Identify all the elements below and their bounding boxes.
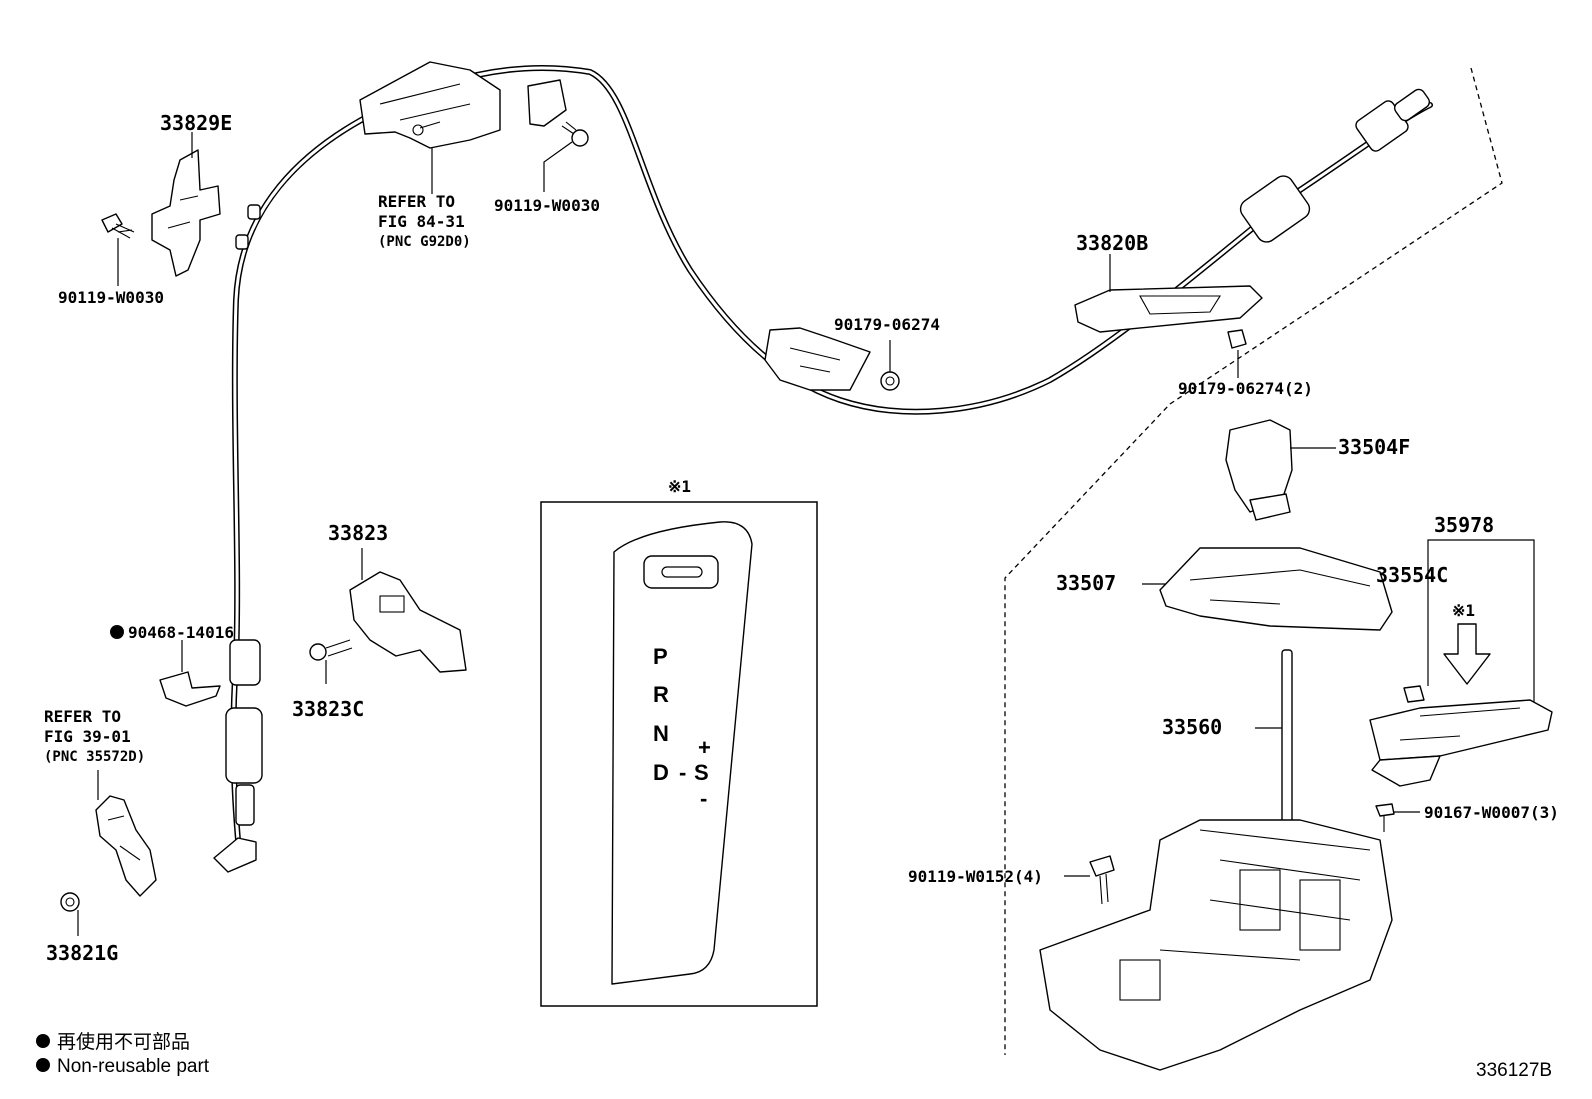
screw-90167-W0007 (1375, 803, 1395, 832)
gear-d: D (653, 760, 669, 785)
bracket-top-84-31 (359, 61, 567, 149)
label-35978: 35978 (1434, 513, 1494, 537)
label-refer-84-31-line3: (PNC G92D0) (378, 234, 471, 250)
clip-90468-14016 (159, 671, 221, 707)
label-refer-39-01-line3: (PNC 35572D) (44, 749, 145, 765)
label-90179-06274: 90179-06274 (834, 315, 940, 334)
bolt-90119-W0030-top (561, 121, 589, 147)
leader-lines (77, 132, 1535, 936)
label-refer-39-01-line2: FIG 39-01 (44, 727, 131, 746)
bolt-90119-W0030-left (101, 213, 135, 239)
label-33820B: 33820B (1076, 231, 1148, 255)
non-reusable-dot-icon (110, 625, 124, 639)
label-33507: 33507 (1056, 571, 1116, 595)
inset-shift-indicator: ※1 P R N D - S + - (540, 477, 818, 1007)
gear-n: N (653, 721, 669, 746)
cover-33507 (1159, 547, 1393, 631)
gear-p: P (653, 644, 668, 669)
label-33560: 33560 (1162, 715, 1222, 739)
label-note-mark-inset: ※1 (668, 477, 691, 496)
legend-japanese: 再使用不可部品 (57, 1031, 190, 1053)
indicator-35978 (1369, 699, 1553, 787)
clip-33554C (1403, 685, 1425, 703)
lever-33560 (1281, 649, 1293, 831)
knob-33504F (1225, 419, 1293, 521)
arrow-down-icon (1443, 623, 1491, 685)
bracket-39-01 (95, 795, 157, 897)
label-33823: 33823 (328, 521, 388, 545)
bolt-90119-W0152 (1089, 855, 1115, 905)
diagram-id: 336127B (1476, 1060, 1552, 1081)
bracket-33829E (151, 149, 221, 277)
label-33829E: 33829E (160, 111, 232, 135)
legend-dot-icon-jp (36, 1034, 50, 1048)
label-90468-14016: 90468-14016 (128, 623, 234, 642)
plate-33820B (1074, 285, 1263, 333)
label-33821G: 33821G (46, 941, 118, 965)
shifter-base (1039, 819, 1393, 1071)
indicator-panel (611, 521, 753, 985)
nut-33821G (60, 892, 80, 912)
label-refer-84-31-line1: REFER TO (378, 192, 455, 211)
gear-plus: + (698, 735, 711, 760)
gear-minus: - (700, 786, 707, 811)
gear-s: S (694, 760, 709, 785)
label-refer-39-01-line1: REFER TO (44, 707, 121, 726)
legend: 再使用不可部品 Non-reusable part (36, 1031, 210, 1077)
nut-90179-06274-2 (1227, 329, 1247, 349)
label-33554C: 33554C (1376, 563, 1448, 587)
gear-dash: - (679, 760, 686, 785)
indicator-window (643, 555, 719, 589)
gear-r: R (653, 682, 669, 707)
label-90119-W0030-top: 90119-W0030 (494, 196, 600, 215)
bracket-33823 (349, 571, 467, 673)
label-33823C: 33823C (292, 697, 364, 721)
label-90167-W0007-3: 90167-W0007(3) (1424, 803, 1559, 822)
bolt-33823C (309, 639, 353, 661)
legend-dot-icon-en (36, 1058, 50, 1072)
label-90179-06274-2: 90179-06274(2) (1178, 379, 1313, 398)
indicator-slot (661, 566, 703, 578)
label-refer-84-31-line2: FIG 84-31 (378, 212, 465, 231)
label-90119-W0152-4: 90119-W0152(4) (908, 867, 1043, 886)
assembly-boundary (1004, 67, 1503, 1055)
label-90119-W0030-left: 90119-W0030 (58, 288, 164, 307)
legend-english: Non-reusable part (57, 1056, 210, 1077)
label-note-mark-part: ※1 (1452, 601, 1475, 620)
label-33504F: 33504F (1338, 435, 1410, 459)
nut-90179-06274 (880, 371, 900, 391)
cable-bracket-mid (764, 327, 871, 391)
